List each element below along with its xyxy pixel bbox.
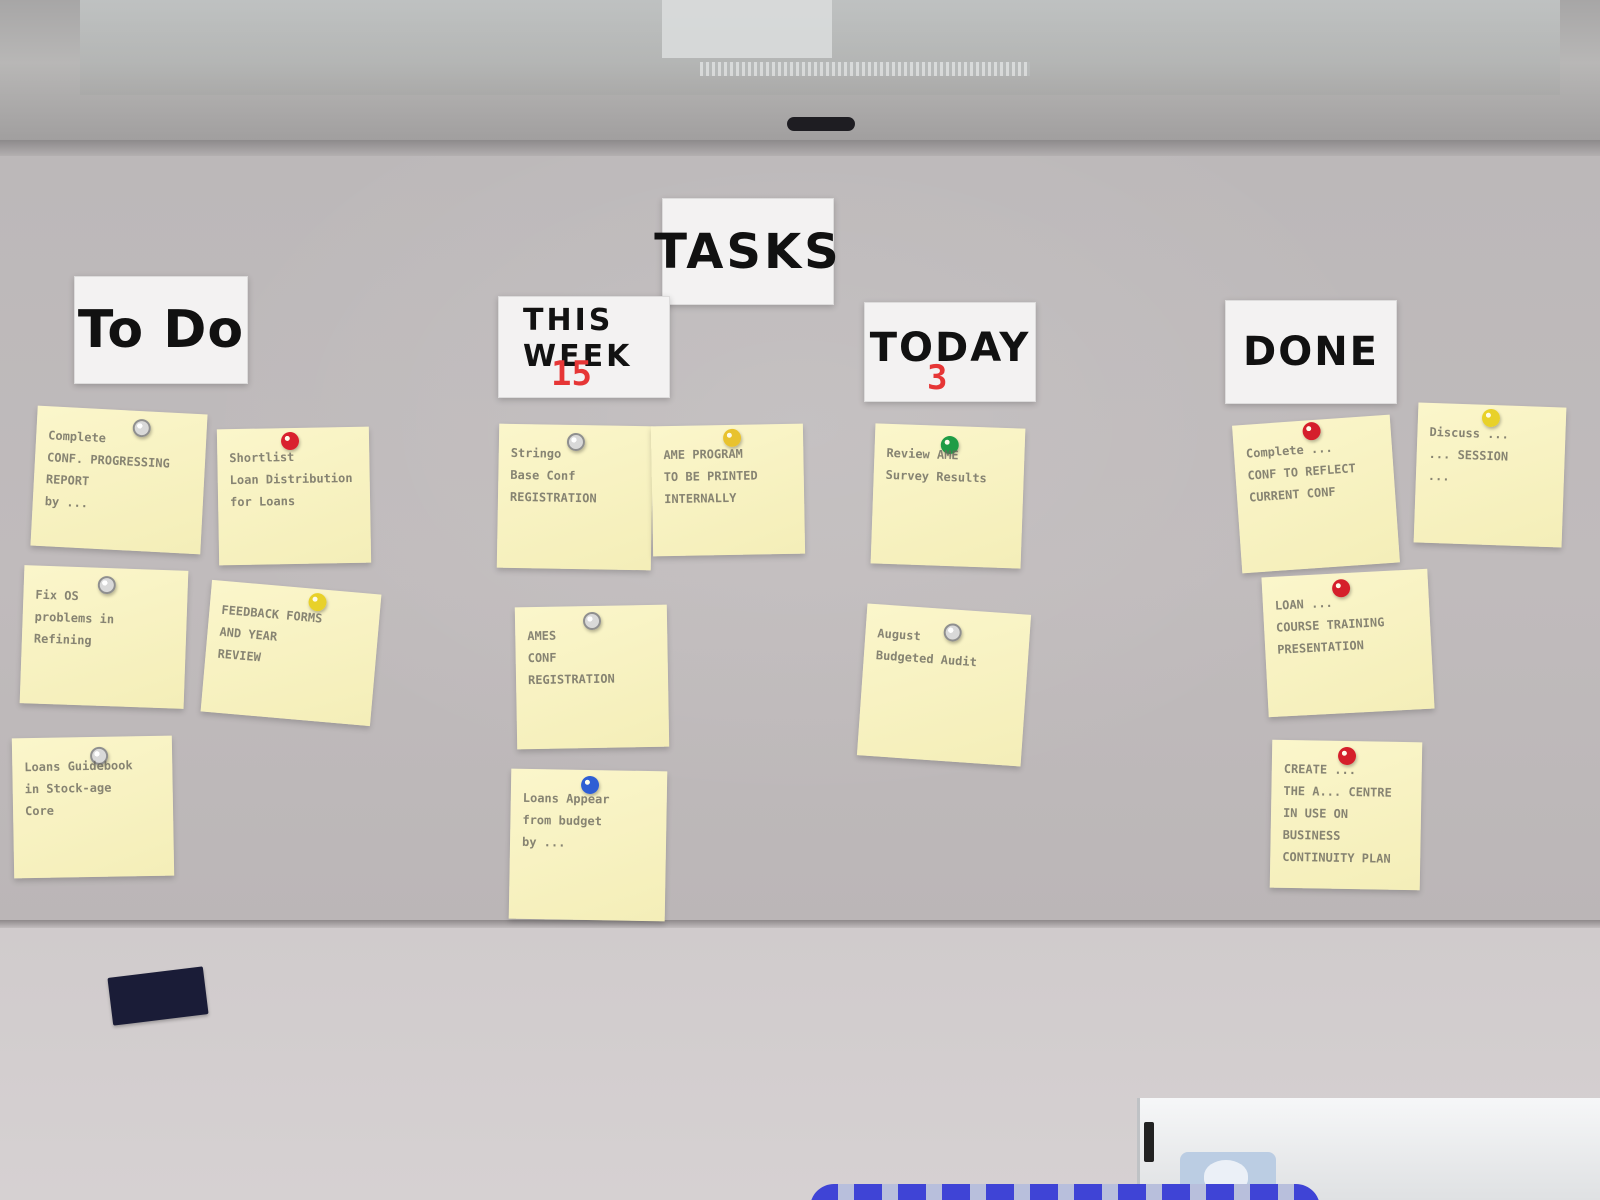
sticky-note: LOAN ... COURSE TRAINING PRESENTATION [1261, 568, 1435, 718]
sticky-note: AME PROGRAM TO BE PRINTED INTERNALLY [650, 423, 806, 557]
sticky-note-text: August Budgeted Audit [875, 626, 978, 670]
sticky-note: Fix OS problems in Refining [19, 565, 189, 709]
sticky-note: Review AME Survey Results [870, 423, 1026, 569]
column-label-this-week: THIS WEEK [523, 303, 633, 374]
sticky-note: Complete CONF. PROGRESSING REPORT by ... [30, 405, 208, 555]
column-label-done: DONE [1242, 329, 1379, 375]
sticky-note: Stringo Base Conf REGISTRATION [496, 423, 654, 571]
sticky-note-text: Fix OS problems in Refining [33, 587, 115, 648]
column-header-todo: To Do [74, 276, 248, 384]
sticky-note: August Budgeted Audit [856, 603, 1032, 767]
sticky-note-text: Loans Appear from budget by ... [521, 790, 610, 850]
sticky-note-text: Shortlist Loan Distribution for Loans [229, 449, 353, 510]
sticky-note: Complete ... CONF TO REFLECT CURRENT CON… [1232, 414, 1400, 574]
blue-fabric [810, 1184, 1320, 1200]
board-title: TASKS [654, 223, 842, 280]
sticky-note: Loans Appear from budget by ... [508, 768, 668, 922]
sticky-note-text: LOAN ... COURSE TRAINING PRESENTATION [1274, 595, 1385, 657]
top-paper-fragment [662, 0, 832, 58]
column-label-today: TODAY [869, 325, 1031, 371]
board-top-rail [0, 140, 1600, 156]
this-week-count: 15 [551, 354, 592, 394]
today-count: 3 [927, 358, 948, 398]
sticky-note: Shortlist Loan Distribution for Loans [216, 426, 372, 566]
cabinet-clip [1144, 1122, 1154, 1162]
column-header-done: DONE [1225, 300, 1397, 404]
sticky-note: AMES CONF REGISTRATION [514, 604, 670, 750]
sticky-note-text: Stringo Base Conf REGISTRATION [509, 445, 597, 506]
sticky-note: CREATE ... THE A... CENTRE IN USE ON BUS… [1269, 739, 1423, 891]
sticky-note-text: FEEDBACK FORMS AND YEAR REVIEW [217, 602, 323, 665]
board-clip [787, 117, 855, 131]
sticky-note-text: AME PROGRAM TO BE PRINTED INTERNALLY [663, 446, 758, 507]
sticky-note: Loans Guidebook in Stock-age Core [11, 735, 175, 879]
sticky-note: Discuss ... ... SESSION ... [1413, 402, 1567, 548]
whiteboard-top-frame [0, 0, 1600, 140]
sticky-note-text: Complete ... CONF TO REFLECT CURRENT CON… [1245, 440, 1357, 505]
column-header-today: TODAY 3 [864, 302, 1036, 402]
board-bottom-edge [0, 920, 1600, 928]
sticky-note-text: Review AME Survey Results [885, 445, 988, 486]
sticky-note-text: Discuss ... ... SESSION ... [1427, 424, 1510, 484]
sticky-note: FEEDBACK FORMS AND YEAR REVIEW [200, 579, 382, 727]
sticky-note-text: CREATE ... THE A... CENTRE IN USE ON BUS… [1282, 761, 1392, 866]
sticky-note-text: AMES CONF REGISTRATION [527, 628, 615, 688]
sticky-note-text: Loans Guidebook in Stock-age Core [24, 758, 133, 819]
column-label-todo: To Do [77, 300, 245, 360]
sticky-note-text: Complete CONF. PROGRESSING REPORT by ... [44, 428, 171, 511]
top-metal-strip [700, 62, 1030, 76]
board-title-card: TASKS [654, 198, 842, 305]
column-header-this-week: THIS WEEK 15 [498, 296, 670, 398]
